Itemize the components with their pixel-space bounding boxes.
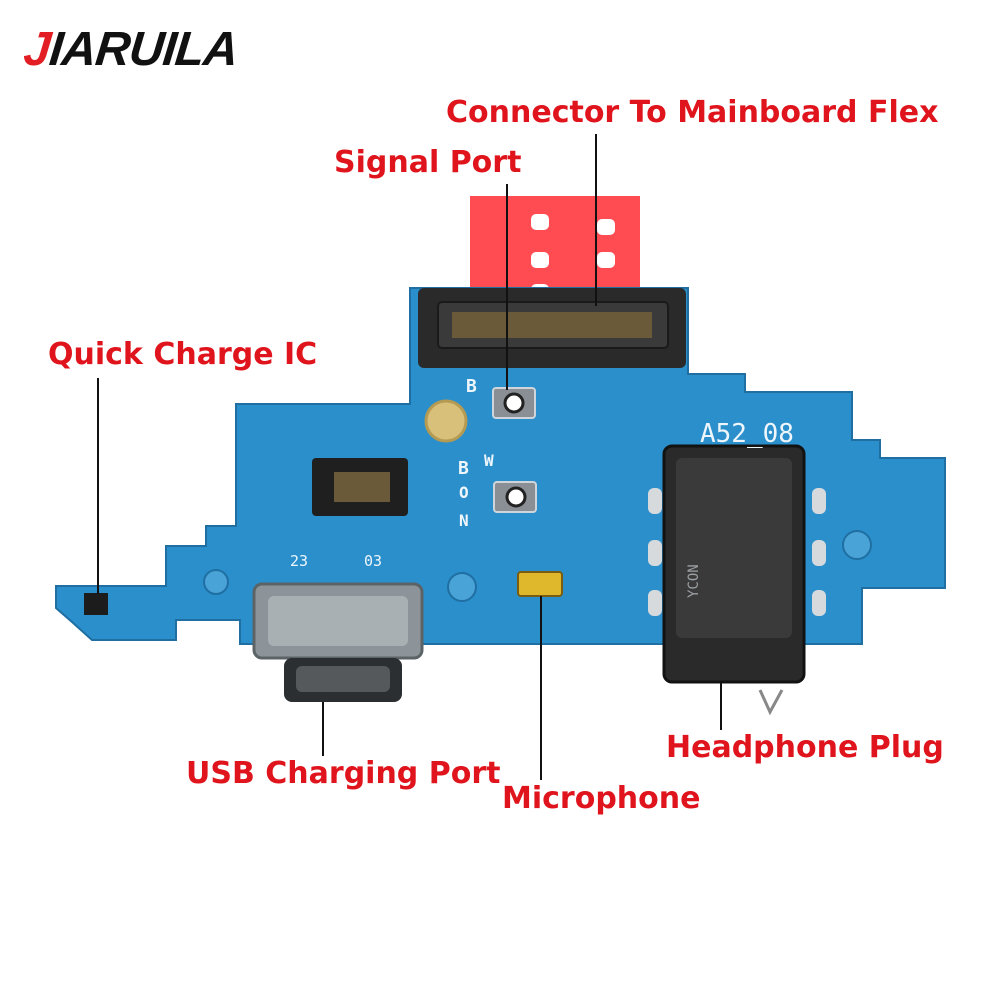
board-mark-o: O <box>459 483 469 502</box>
board-mark-n: N <box>459 511 469 530</box>
label-usb-charging-port: USB Charging Port <box>186 756 501 791</box>
mounting-pad <box>424 399 468 443</box>
board-model-text: A52_08 <box>700 419 794 449</box>
silver-pads <box>203 488 872 616</box>
small-connector <box>312 458 408 516</box>
red-flex-tab <box>470 196 640 300</box>
label-signal-port: Signal Port <box>334 145 522 180</box>
label-microphone: Microphone <box>502 781 701 816</box>
board-mark-03: 03 <box>364 552 382 570</box>
board-mark-23: 23 <box>290 552 308 570</box>
label-headphone-plug: Headphone Plug <box>666 730 944 765</box>
label-quick-charge-ic: Quick Charge IC <box>48 337 318 372</box>
microphone-component <box>517 571 563 597</box>
label-connector-to-mainboard-flex: Connector To Mainboard Flex <box>446 95 939 130</box>
board-mark-b-top: B <box>466 376 477 397</box>
leader-lines <box>97 134 722 780</box>
signal-port-bottom <box>493 481 537 513</box>
usb-c-port <box>252 582 424 702</box>
mainboard-connector <box>418 288 686 368</box>
board-mark-w: W <box>484 451 494 470</box>
headphone-jack <box>662 444 806 716</box>
signal-port-top <box>492 387 536 419</box>
quick-charge-chip <box>84 593 108 615</box>
jack-brand-text: YCON <box>686 564 702 598</box>
board-mark-b-bottom: B <box>458 458 469 479</box>
